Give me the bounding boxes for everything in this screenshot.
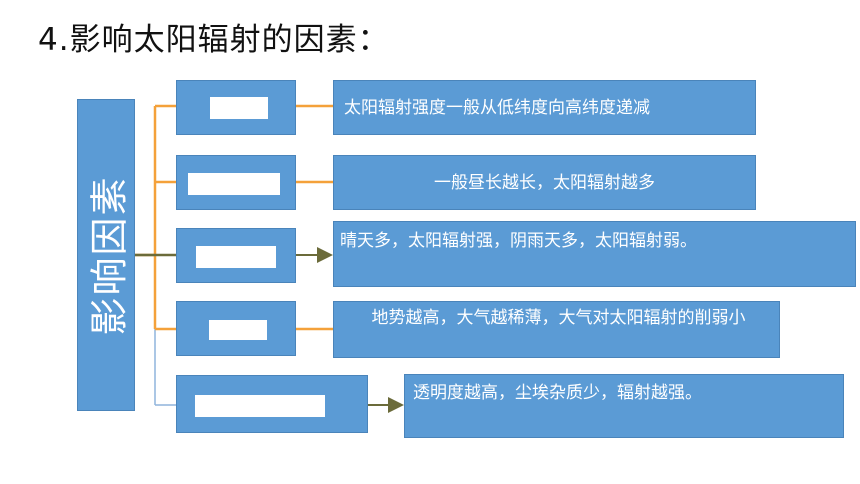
- factor-description-2: 一般昼长越长，太阳辐射越多: [333, 155, 756, 210]
- factor-label-4: [209, 320, 267, 340]
- factor-node-5: [176, 375, 368, 433]
- slide-title: 4.影响太阳辐射的因素：: [38, 22, 390, 58]
- factor-description-4: 地势越高，大气越稀薄，大气对太阳辐射的削弱小: [333, 301, 780, 358]
- factor-description-1: 太阳辐射强度一般从低纬度向高纬度递减: [333, 80, 756, 135]
- factor-node-1: [176, 80, 296, 135]
- factor-description-3: 晴天多，太阳辐射强，阴雨天多，太阳辐射弱。: [333, 221, 856, 287]
- root-label: 影响因素: [87, 174, 132, 336]
- factor-node-4: [176, 301, 296, 356]
- factor-label-2: [188, 173, 280, 195]
- factor-node-3: [176, 228, 296, 283]
- root-node: 影响因素: [77, 99, 135, 411]
- factor-description-5: 透明度越高，尘埃杂质少，辐射越强。: [404, 374, 844, 438]
- factor-label-5: [195, 395, 325, 417]
- factor-label-1: [210, 97, 268, 119]
- factor-node-2: [176, 155, 296, 210]
- factor-label-3: [196, 246, 276, 268]
